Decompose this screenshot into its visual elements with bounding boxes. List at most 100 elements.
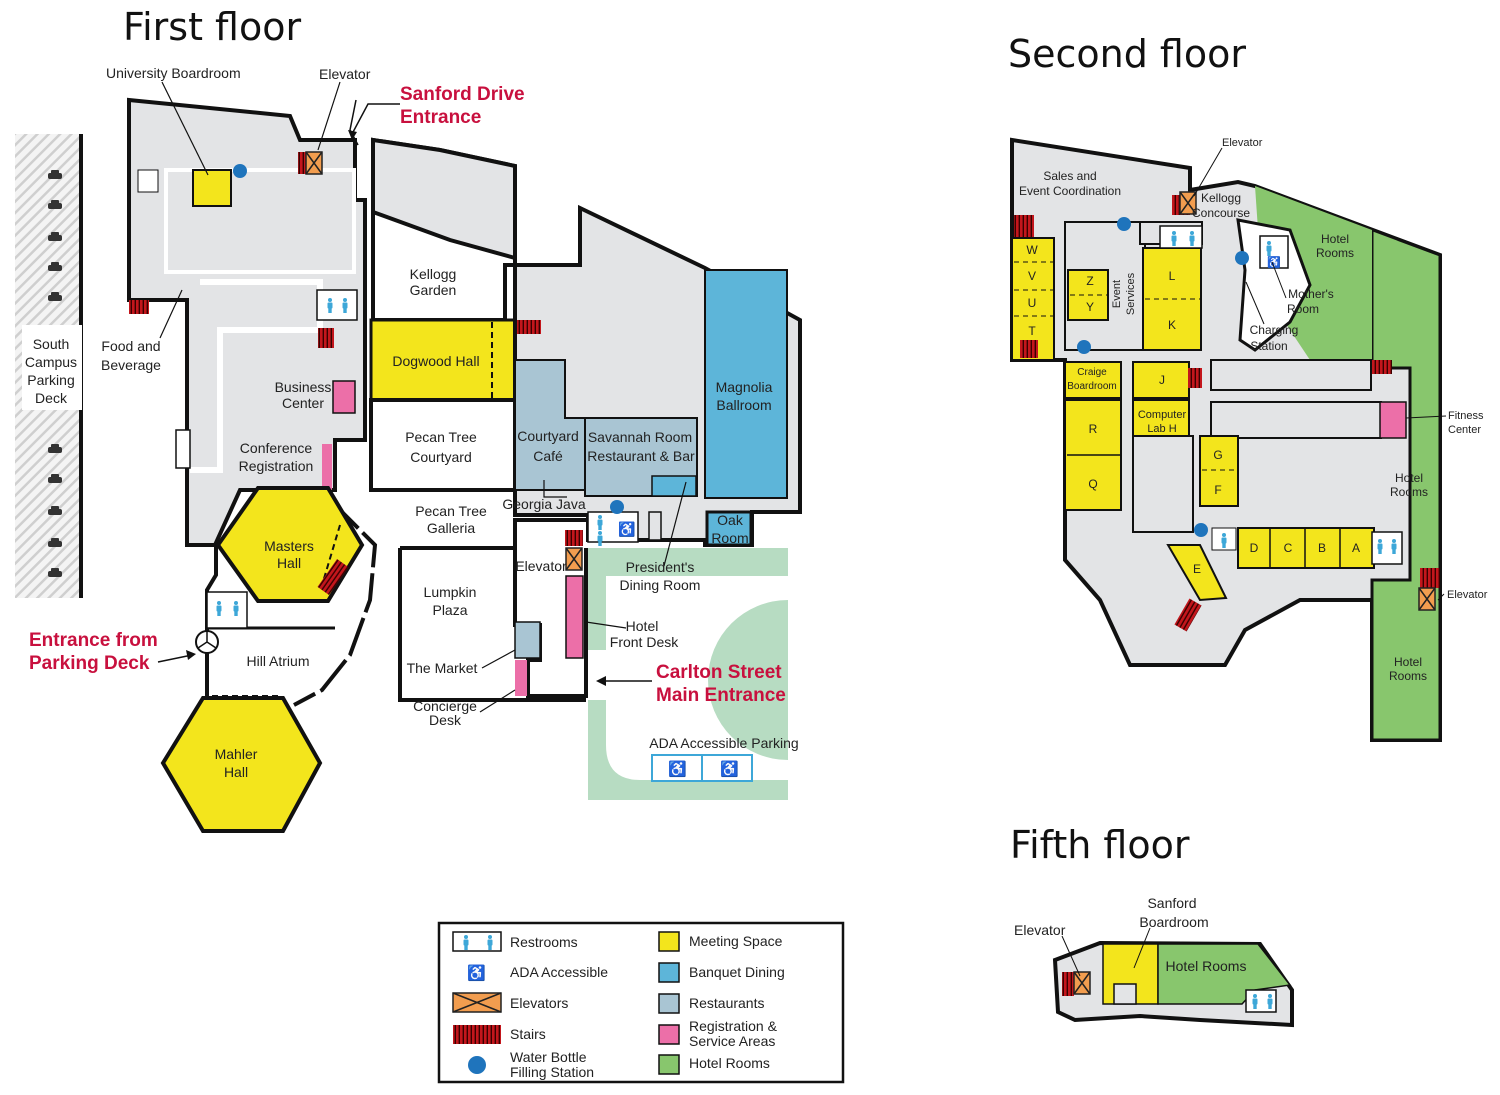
pecan-galleria-label: Pecan Tree (415, 503, 487, 519)
elevator-right-label: Elevator (1447, 589, 1488, 601)
room-q-label: Q (1088, 477, 1097, 491)
hotel-rooms-label-1b: Rooms (1316, 246, 1354, 260)
kellogg-garden-label: Kellogg (410, 266, 457, 282)
room-c-label: C (1284, 541, 1293, 555)
water-station-icon (468, 1056, 486, 1074)
room-r-label: R (1089, 422, 1098, 436)
hotel-front-desk[interactable] (565, 575, 584, 659)
concierge-desk[interactable] (515, 660, 527, 696)
lumpkin-label-2: Plaza (432, 602, 467, 618)
meeting-swatch (658, 931, 680, 952)
restroom-icon (587, 511, 639, 546)
fitness-label: Fitness (1448, 410, 1484, 422)
sales-label-2: Event Coordination (1019, 184, 1121, 198)
georgia-java-label: Georgia Java (502, 496, 585, 512)
stairs (318, 328, 334, 348)
oak-room[interactable] (705, 510, 753, 547)
legend-banquet: Banquet Dining (689, 964, 785, 980)
fifth-floor-title: Fifth floor (1010, 823, 1190, 867)
room-f-label: F (1214, 483, 1221, 497)
kellogg-concourse-label-2: Concourse (1192, 206, 1250, 220)
elevator-mid-label: Elevator (515, 558, 567, 574)
elevator-icon (298, 151, 323, 175)
elevator-5f-label: Elevator (1014, 922, 1066, 938)
food-beverage-label-2: Beverage (101, 357, 161, 373)
courtyard-cafe-label: Courtyard (517, 428, 578, 444)
legend-ada: ADA Accessible (510, 964, 608, 980)
hotel-rooms-label-2: Hotel (1395, 471, 1423, 485)
ada-icon: ♿ (618, 521, 635, 538)
masters-hall[interactable] (215, 486, 365, 603)
mahler-hall[interactable] (160, 696, 323, 833)
first-floor-labels: University Boardroom Elevator Sanford Dr… (29, 65, 799, 780)
mothers-room-label: Mother's (1288, 287, 1334, 301)
revolving-door-icon[interactable] (195, 630, 219, 654)
ada-parking-area: ♿ ♿ (588, 548, 788, 800)
savannah-label: Savannah Room (588, 429, 692, 445)
room-t-label: T (1028, 324, 1036, 338)
presidents-label-2: Dining Room (620, 577, 701, 593)
hill-atrium-label: Hill Atrium (246, 653, 309, 669)
mahler-hall-label: Mahler (215, 746, 258, 762)
fitness-label-2: Center (1448, 424, 1481, 436)
restroom-icon (206, 591, 248, 629)
conference-registration[interactable] (322, 444, 332, 490)
first-floor-title: First floor (123, 5, 301, 49)
elevator-icon-5f (1073, 971, 1091, 995)
presidents-dining-room[interactable] (651, 475, 697, 497)
masters-hall-label: Masters (264, 538, 314, 554)
parking-deck-label-3: Parking (27, 372, 74, 388)
market-label: The Market (407, 660, 478, 676)
business-center-label-2: Center (282, 395, 324, 411)
room-y-label: Y (1086, 300, 1094, 314)
legend-meeting: Meeting Space (689, 933, 783, 949)
pecan-tree-courtyard[interactable] (369, 398, 517, 492)
university-boardroom[interactable] (192, 169, 232, 207)
business-center[interactable] (332, 380, 356, 414)
hotel-rooms-label-1: Hotel (1321, 232, 1349, 246)
event-services-label-2: Services (1125, 272, 1137, 315)
mahler-hall-label-2: Hall (224, 764, 248, 780)
the-market[interactable] (514, 621, 541, 659)
concierge-label: Concierge (413, 698, 477, 714)
hotel-rooms-label-3: Hotel (1394, 655, 1422, 669)
masters-hall-label-2: Hall (277, 555, 301, 571)
sales-label: Sales and (1043, 169, 1096, 183)
fifth-floor-plan (1052, 927, 1294, 1028)
legend-water-2: Filling Station (510, 1064, 594, 1080)
lumpkin-label: Lumpkin (424, 584, 477, 600)
ada-parking-label: ADA Accessible Parking (649, 735, 798, 751)
magnolia-ballroom[interactable] (704, 269, 788, 499)
oak-room-label: Oak (717, 512, 744, 528)
room-u-label: U (1028, 296, 1037, 310)
ada-icon: ♿ (668, 760, 687, 778)
second-floor-title: Second floor (1008, 32, 1246, 76)
parking-deck-label-2: Campus (25, 354, 77, 370)
legend-restaurants: Restaurants (689, 995, 764, 1011)
second-floor-plan: ♿ (1010, 137, 1447, 742)
computer-lab-label: Computer (1138, 409, 1187, 421)
elevator-icon-2 (1418, 587, 1436, 611)
concierge-label-2: Desk (429, 712, 462, 728)
kellogg-garden-label-2: Garden (410, 282, 457, 298)
university-boardroom-label: University Boardroom (106, 65, 241, 81)
room-e-label: E (1193, 562, 1201, 576)
elevator-label-2f: Elevator (1222, 137, 1263, 149)
elevator-icon (565, 547, 583, 571)
hotel-front-label-2: Front Desk (610, 634, 679, 650)
left-wing (127, 97, 367, 547)
legend-water: Water Bottle (510, 1049, 587, 1065)
room-k-label: K (1168, 318, 1176, 332)
pecan-courtyard-label: Pecan Tree (405, 429, 477, 445)
magnolia-label: Magnolia (716, 379, 773, 395)
room-j-label: J (1159, 373, 1165, 387)
oak-room-label-2: Room (711, 530, 748, 546)
pecan-courtyard-label-2: Courtyard (410, 449, 471, 465)
room-z-label: Z (1086, 274, 1093, 288)
sanford-boardroom-label-2: Boardroom (1139, 914, 1208, 930)
parking-entrance-label: Entrance from (29, 630, 158, 651)
charging-label: Charging (1250, 323, 1299, 337)
legend-restrooms: Restrooms (510, 934, 578, 950)
computer-lab-label-2: Lab H (1147, 423, 1176, 435)
